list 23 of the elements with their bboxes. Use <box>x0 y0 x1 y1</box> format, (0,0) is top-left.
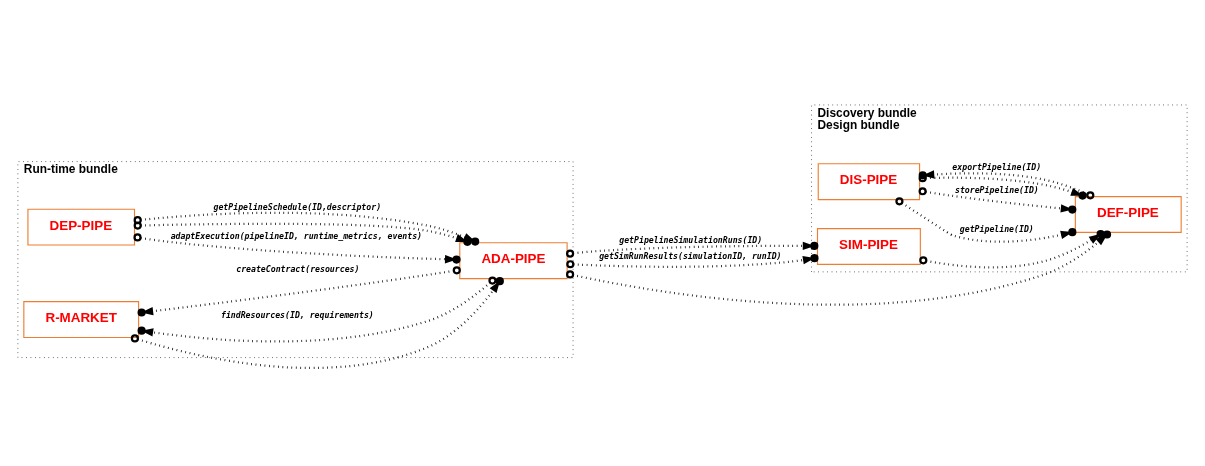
edge-label: getPipelineSchedule(ID,descriptor) <box>213 201 382 212</box>
arrow <box>133 232 461 264</box>
edge-label: findResources(ID, requirements) <box>220 309 374 320</box>
edge-label: storePipeline(ID) <box>954 184 1039 195</box>
arrow <box>918 186 1077 214</box>
node-box: R-MARKET <box>23 300 140 338</box>
edge-label: createContract(resources) <box>236 263 360 274</box>
edge-label: adaptExecution(pipelineID, runtime_metrics, events) <box>170 230 423 241</box>
node-box: SIM-PIPE <box>816 227 921 265</box>
edge-label: getPipeline(ID) <box>959 223 1034 234</box>
arrow <box>895 196 1077 243</box>
node-box: DEP-PIPE <box>27 208 136 246</box>
node-box: ADA-PIPE <box>459 241 568 279</box>
arrow <box>137 276 497 343</box>
edge-label: getPipelineSimulationRuns(ID) <box>619 234 763 245</box>
node-box: DIS-PIPE <box>817 162 921 200</box>
node-box: DEF-PIPE <box>1074 195 1182 233</box>
edge-label: getSimRunResults(simulationID, runID) <box>599 250 782 261</box>
arrow <box>130 276 504 369</box>
edge-label: exportPipeline(ID) <box>952 161 1042 172</box>
arrow <box>566 253 819 268</box>
arrow <box>137 265 461 317</box>
arrow <box>566 241 819 258</box>
